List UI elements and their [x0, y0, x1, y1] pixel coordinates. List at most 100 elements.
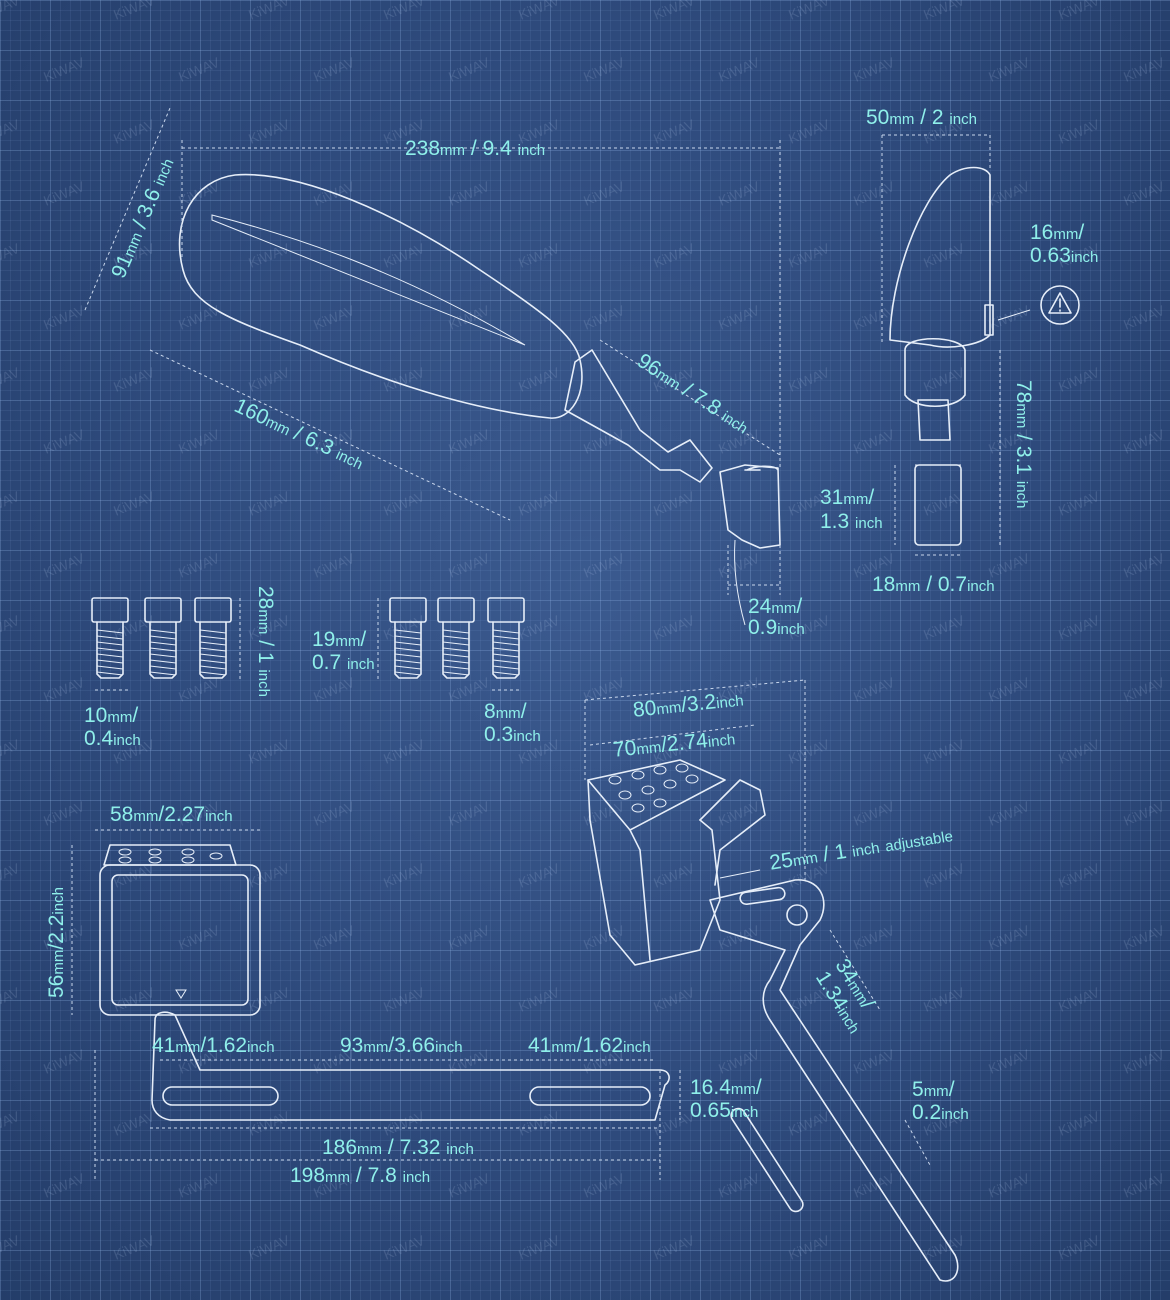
watermark-text: KiWAV	[851, 922, 897, 953]
side-signal-label: 16mm/0.63inch	[1030, 221, 1099, 268]
watermark-text: KiWAV	[1121, 178, 1167, 209]
warning-triangle-icon	[1048, 292, 1072, 314]
watermark-text: KiWAV	[651, 488, 697, 519]
watermark-text: KiWAV	[246, 116, 292, 147]
watermark-text: KiWAV	[1056, 488, 1102, 519]
screw-thread	[442, 659, 470, 664]
screw-head	[437, 597, 475, 623]
watermark-text: KiWAV	[851, 54, 897, 85]
plate-hole	[631, 770, 645, 780]
screw-thread	[442, 671, 470, 676]
watermark-text: KiWAV	[851, 674, 897, 705]
watermark-text: KiWAV	[516, 612, 562, 643]
watermark-text: KiWAV	[246, 488, 292, 519]
screw-thread	[442, 647, 470, 652]
iso-clamp-jaw	[699, 779, 766, 886]
watermark-text: KiWAV	[41, 1170, 87, 1201]
watermark-text: KiWAV	[446, 54, 492, 85]
watermark-text: KiWAV	[0, 984, 22, 1015]
adjust-arrow	[719, 869, 761, 879]
watermark-text: KiWAV	[246, 1232, 292, 1263]
screw-thread	[492, 671, 520, 676]
watermark-text: KiWAV	[651, 240, 697, 271]
screw-thread	[492, 629, 520, 634]
watermark-text: KiWAV	[176, 54, 222, 85]
screw-long-length-label: 28mm / 1 inch	[254, 586, 277, 697]
watermark-text: KiWAV	[0, 860, 22, 891]
screw-thread	[492, 641, 520, 646]
watermark-text: KiWAV	[111, 0, 157, 23]
watermark-text: KiWAV	[921, 0, 967, 23]
slot-right	[529, 1086, 651, 1106]
watermark-text: KiWAV	[716, 550, 762, 581]
screw-thread	[394, 635, 422, 640]
screw-head	[194, 597, 232, 623]
iso-clamp-body	[587, 779, 721, 966]
watermark-text: KiWAV	[0, 1108, 22, 1139]
bracket-front-view	[71, 829, 681, 1180]
watermark-text: KiWAV	[651, 1232, 697, 1263]
watermark-text: KiWAV	[716, 1170, 762, 1201]
screw-short-length-label: 19mm/0.7 inch	[312, 628, 375, 675]
watermark-text: KiWAV	[381, 984, 427, 1015]
watermark-text: KiWAV	[0, 1232, 22, 1263]
watermark-text: KiWAV	[111, 1232, 157, 1263]
watermark-text: KiWAV	[0, 612, 22, 643]
screw-thread	[199, 635, 227, 640]
screw-thread	[149, 647, 177, 652]
screw-shank	[394, 621, 422, 679]
watermark-text: KiWAV	[986, 798, 1032, 829]
watermark-text: KiWAV	[786, 240, 832, 271]
inner-length-label: 186mm / 7.32 inch	[322, 1136, 474, 1159]
side-depth-label: 50mm / 2 inch	[866, 106, 977, 129]
watermark-text: KiWAV	[986, 178, 1032, 209]
watermark-text: KiWAV	[921, 240, 967, 271]
watermark-text: KiWAV	[446, 178, 492, 209]
watermark-text: KiWAV	[921, 984, 967, 1015]
watermark-text: KiWAV	[716, 1046, 762, 1077]
screw-thread	[96, 641, 124, 646]
watermark-text: KiWAV	[921, 612, 967, 643]
watermark-text: KiWAV	[516, 1108, 562, 1139]
watermark-text: KiWAV	[1056, 1108, 1102, 1139]
watermark-text: KiWAV	[1056, 1232, 1102, 1263]
watermark-text: KiWAV	[0, 240, 22, 271]
watermark-text: KiWAV	[651, 116, 697, 147]
plate-hole	[675, 763, 689, 773]
screw-thread	[199, 641, 227, 646]
screw-shank	[492, 621, 520, 679]
watermark-text: KiWAV	[516, 0, 562, 23]
screw-thread	[442, 635, 470, 640]
watermark-text: KiWAV	[41, 550, 87, 581]
watermark-text: KiWAV	[381, 0, 427, 23]
watermark-text: KiWAV	[41, 54, 87, 85]
watermark-text: KiWAV	[516, 240, 562, 271]
watermark-text: KiWAV	[516, 364, 562, 395]
mirror-front-view	[84, 107, 781, 626]
screw-long-head-label: 10mm/0.4inch	[84, 704, 141, 751]
mirror-mount	[719, 464, 781, 549]
screw-thread	[199, 659, 227, 664]
watermark-text: KiWAV	[111, 488, 157, 519]
watermark-text: KiWAV	[176, 1170, 222, 1201]
watermark-text: KiWAV	[1121, 302, 1167, 333]
watermark-text: KiWAV	[311, 798, 357, 829]
watermark-text: KiWAV	[986, 674, 1032, 705]
watermark-text: KiWAV	[651, 984, 697, 1015]
watermark-text: KiWAV	[446, 922, 492, 953]
watermark-text: KiWAV	[311, 54, 357, 85]
screw-thread	[199, 671, 227, 676]
watermark-text: KiWAV	[41, 178, 87, 209]
screw-thread	[199, 665, 227, 670]
watermark-text: KiWAV	[311, 922, 357, 953]
watermark-text: KiWAV	[1121, 550, 1167, 581]
watermark-text: KiWAV	[246, 240, 292, 271]
screw-thread	[96, 665, 124, 670]
bar-height-label: 16.4mm/0.65inch	[690, 1076, 762, 1123]
screw-thread	[199, 647, 227, 652]
watermark-text: KiWAV	[986, 922, 1032, 953]
screw-thread	[394, 671, 422, 676]
watermark-text: KiWAV	[176, 302, 222, 333]
watermark-text: KiWAV	[1056, 612, 1102, 643]
clamp-hole	[118, 856, 132, 864]
